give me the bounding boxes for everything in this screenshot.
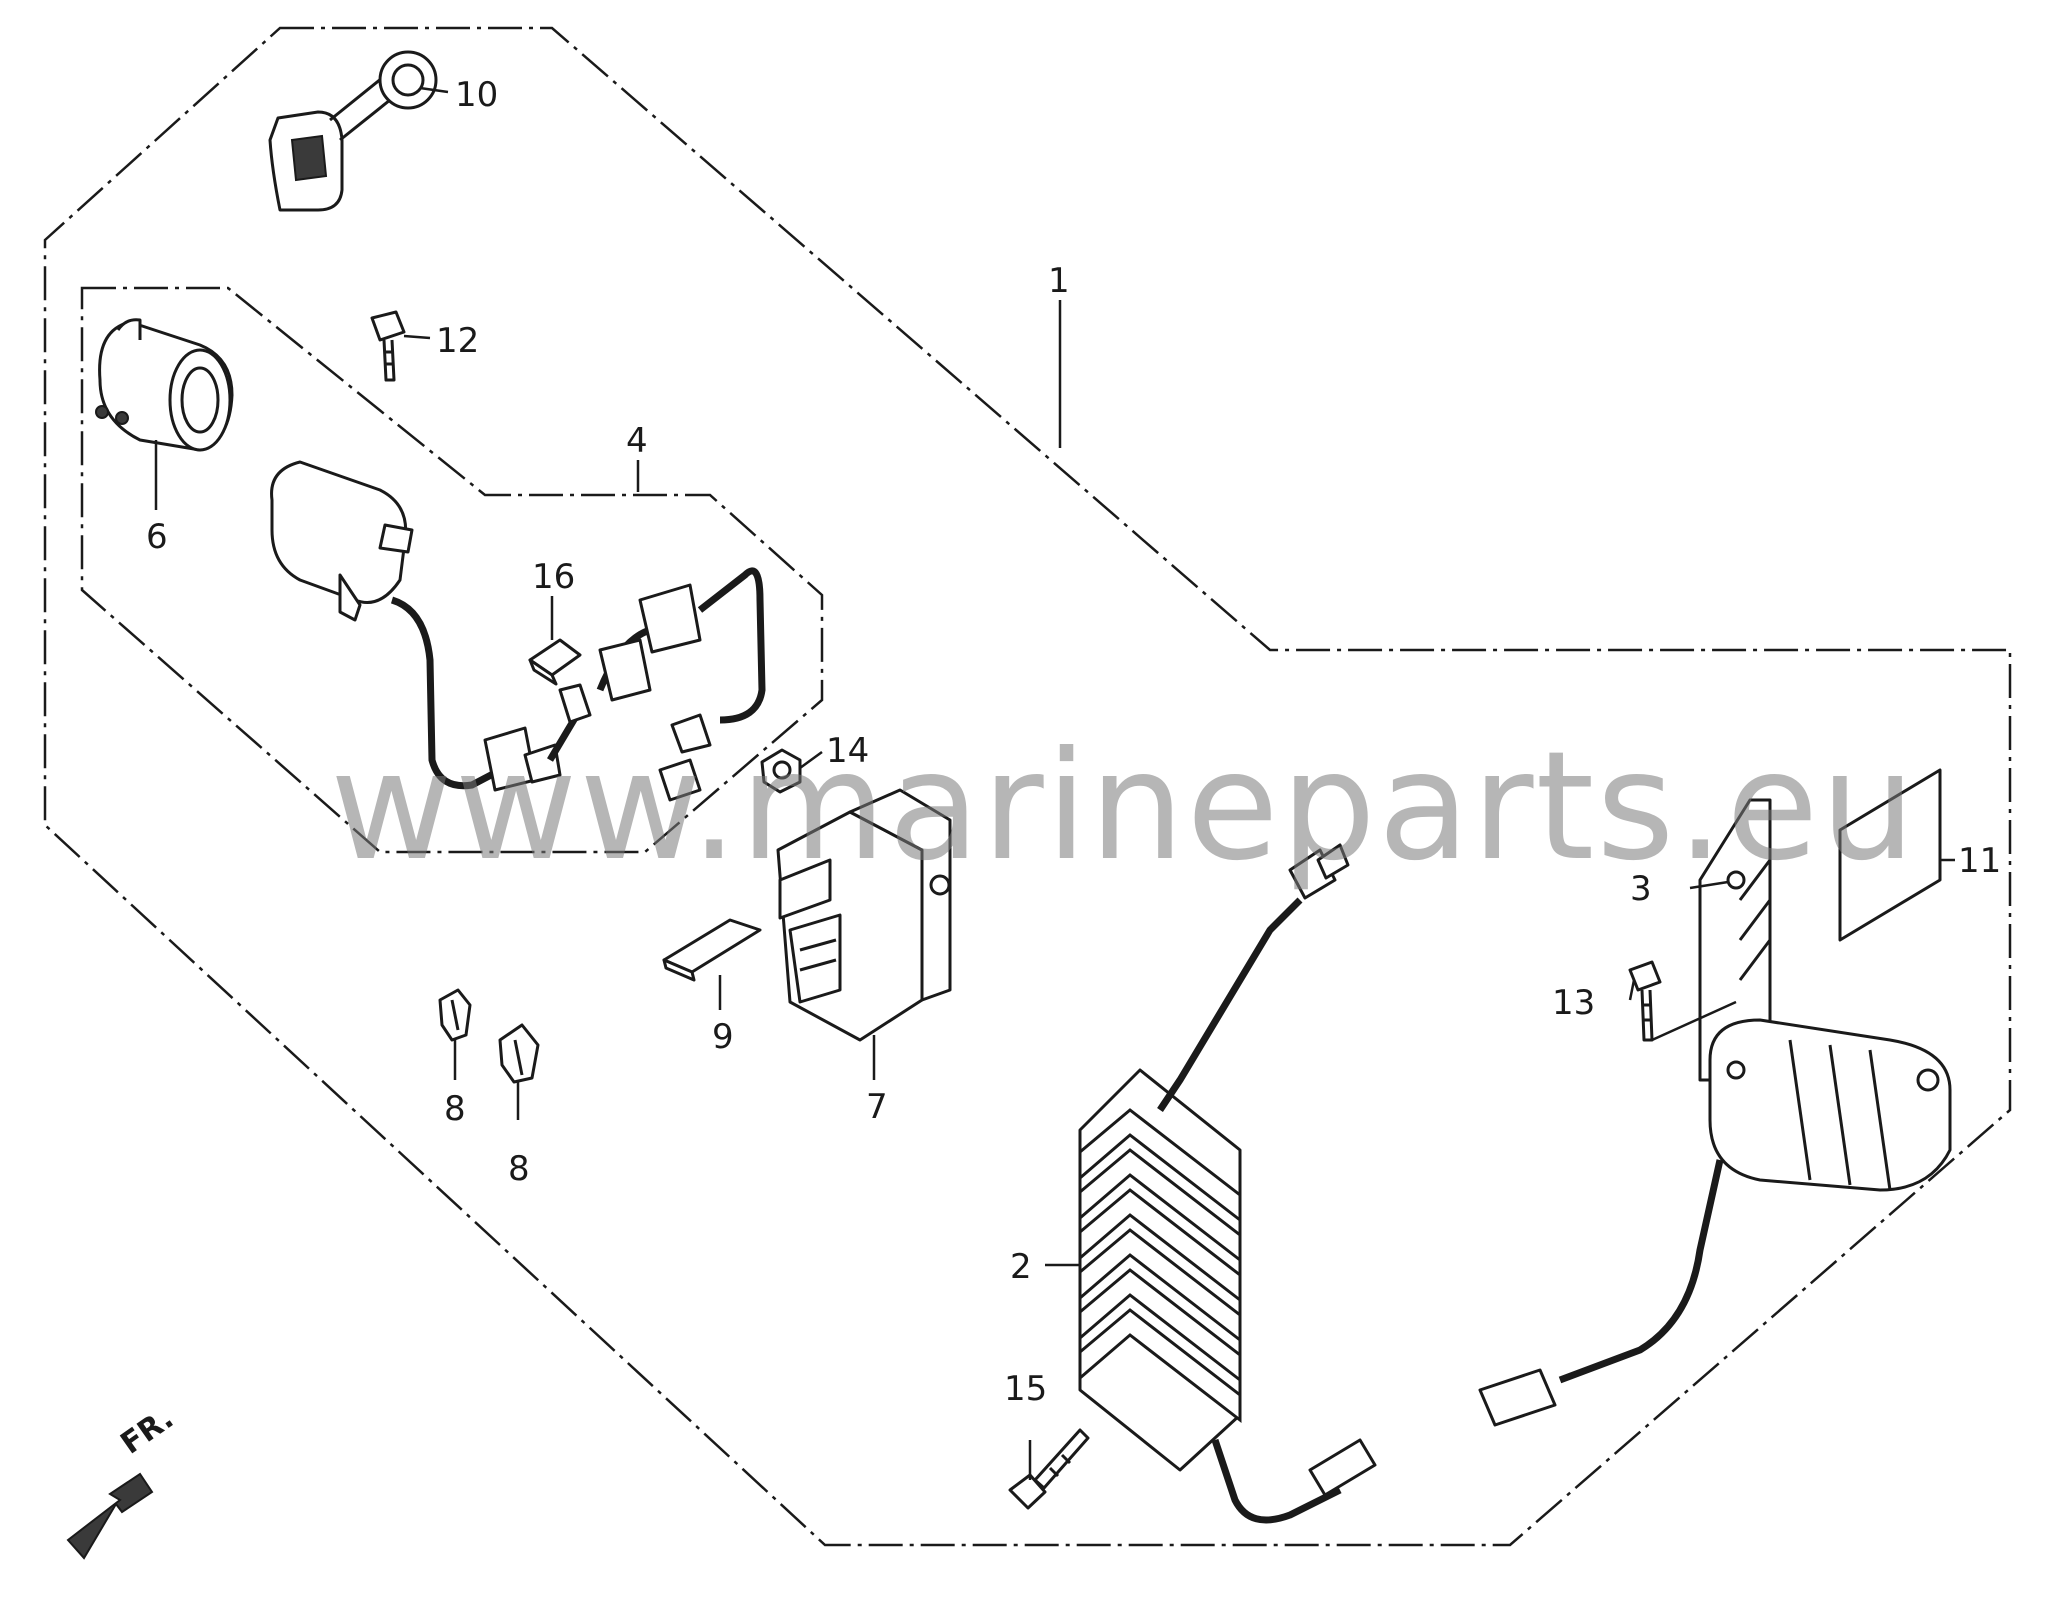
part-8-clip-b[interactable] xyxy=(498,1023,540,1084)
part-2-regulator[interactable] xyxy=(1078,843,1377,1524)
callout-8a: 8 xyxy=(444,1089,466,1129)
callout-13: 13 xyxy=(1552,983,1595,1023)
callout-2: 2 xyxy=(1010,1247,1032,1287)
callout-3: 3 xyxy=(1630,869,1652,909)
front-direction-arrow-icon xyxy=(66,1472,154,1560)
part-16-fuse[interactable] xyxy=(528,638,582,686)
part-10-cover[interactable] xyxy=(268,50,438,212)
leader-lines xyxy=(154,86,1955,1480)
part-6-socket[interactable] xyxy=(95,318,234,452)
part-4-harness[interactable] xyxy=(270,460,766,802)
callout-7: 7 xyxy=(866,1087,888,1127)
callout-10: 10 xyxy=(455,75,498,115)
callout-9: 9 xyxy=(712,1017,734,1057)
callout-6: 6 xyxy=(146,517,168,557)
part-15-bolt[interactable] xyxy=(1008,1428,1090,1510)
callout-12: 12 xyxy=(436,321,479,361)
part-11-label[interactable] xyxy=(1838,768,1942,942)
part-14-nut[interactable] xyxy=(760,748,802,794)
part-12-bolt[interactable] xyxy=(370,310,406,382)
callout-8b: 8 xyxy=(508,1149,530,1189)
part-7-relay-box[interactable] xyxy=(776,788,952,1042)
callout-1: 1 xyxy=(1048,261,1070,301)
callout-11: 11 xyxy=(1958,841,2001,881)
part-13-bolt[interactable] xyxy=(1628,960,1662,1042)
callout-15: 15 xyxy=(1004,1369,1047,1409)
assembly-boundary-harness xyxy=(80,286,824,854)
callout-14: 14 xyxy=(826,731,869,771)
part-9-plate[interactable] xyxy=(662,918,762,982)
part-8-clip-a[interactable] xyxy=(438,988,472,1042)
watermark: www.marineparts.eu xyxy=(330,720,1918,894)
direction-label: FR. xyxy=(115,1401,181,1462)
callout-16: 16 xyxy=(532,557,575,597)
callout-4: 4 xyxy=(626,421,648,461)
assembly-boundary-outer xyxy=(43,26,2012,1547)
